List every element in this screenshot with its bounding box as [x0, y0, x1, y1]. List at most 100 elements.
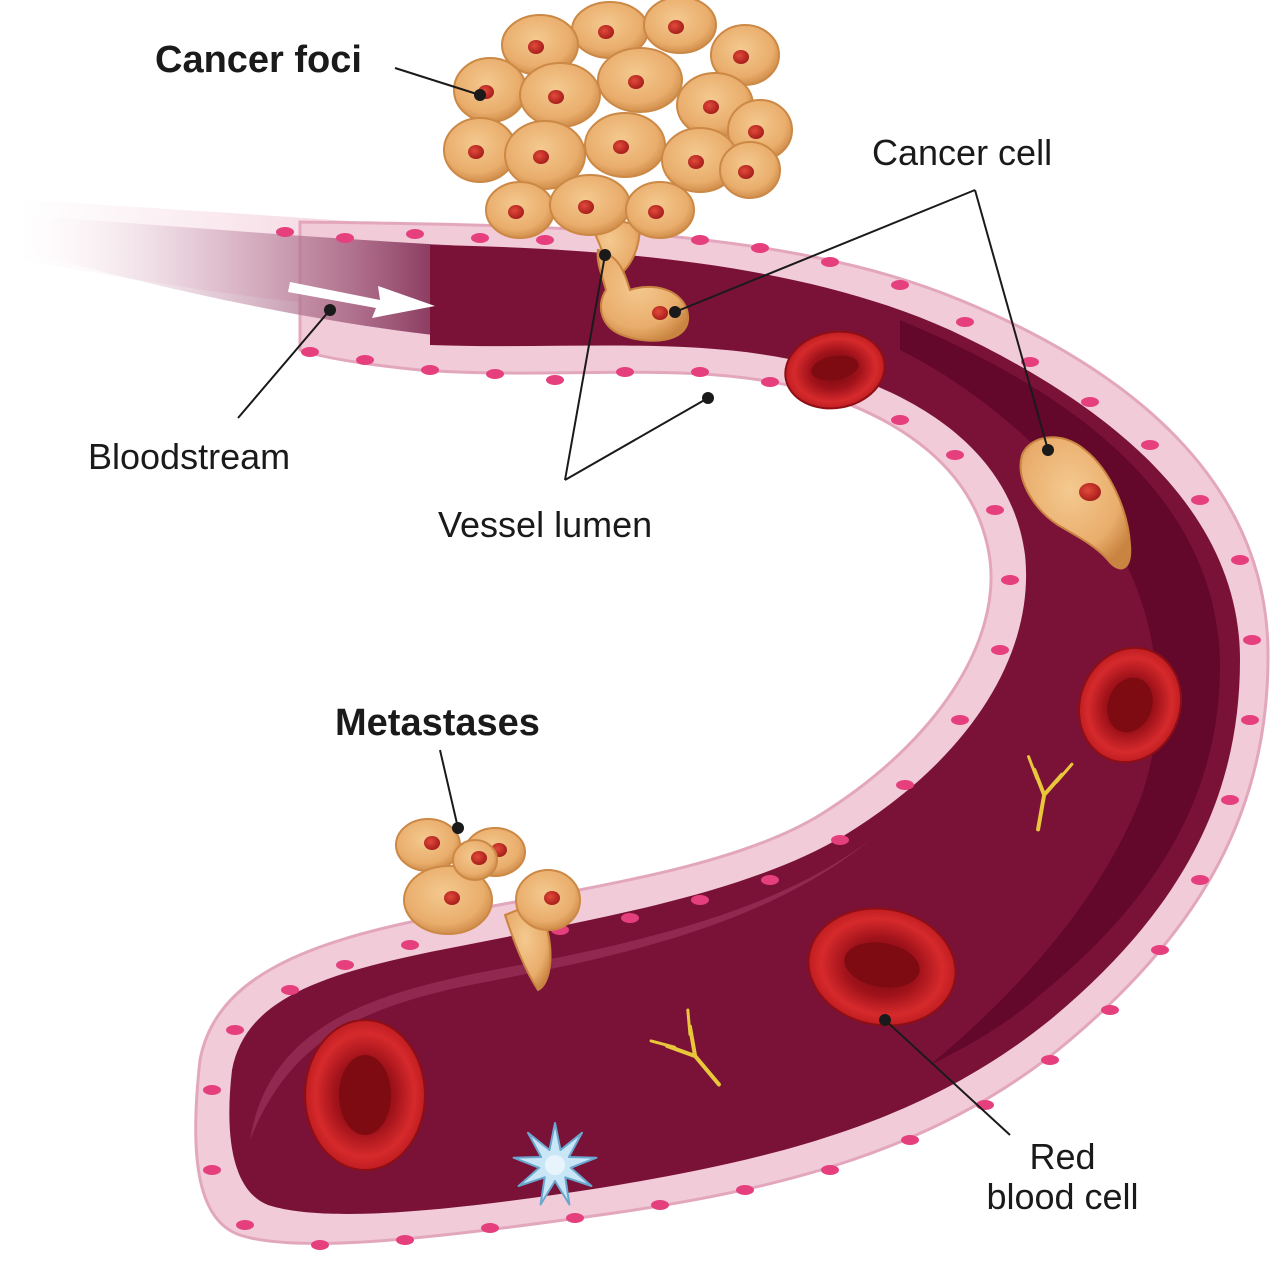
endothelial-nucleus — [1221, 795, 1239, 805]
endothelial-nuclei — [203, 227, 1261, 1250]
cancer-cell-icon — [584, 112, 666, 178]
endothelial-nucleus — [281, 985, 299, 995]
leader-vessel-lumen-2 — [564, 397, 709, 481]
endothelial-nucleus — [691, 367, 709, 377]
endothelial-nucleus — [891, 280, 909, 290]
endothelial-nucleus — [1151, 945, 1169, 955]
label-cancer-cell: Cancer cell — [872, 132, 1053, 173]
cancer-cell-icon — [1019, 436, 1132, 570]
endothelial-nucleus — [651, 1200, 669, 1210]
leader-vessel-lumen-1 — [564, 254, 606, 481]
label-red-blood-cell-line2: blood cell — [986, 1175, 1139, 1217]
cancer-cell-icon — [504, 120, 586, 190]
endothelial-nucleus — [891, 415, 909, 425]
endothelial-nucleus — [1001, 575, 1019, 585]
endothelial-nucleus — [481, 1223, 499, 1233]
endothelial-nucleus — [831, 835, 849, 845]
cancer-cell-icon — [519, 62, 601, 128]
lumen-shade — [900, 320, 1221, 1065]
endothelial-nucleus — [986, 505, 1004, 515]
antibody-icon — [1027, 755, 1074, 832]
endothelial-nucleus — [1243, 635, 1261, 645]
endothelial-nucleus — [203, 1085, 221, 1095]
endothelial-nucleus — [736, 1185, 754, 1195]
leader-bloodstream — [237, 309, 331, 419]
endothelial-nucleus — [336, 233, 354, 243]
endothelial-nucleus — [566, 1213, 584, 1223]
white-blood-cell-icon — [512, 1122, 598, 1206]
endothelial-nucleus — [1241, 715, 1259, 725]
endothelial-nucleus — [691, 235, 709, 245]
antibody-icon — [649, 1008, 721, 1087]
endothelial-nucleus — [203, 1165, 221, 1175]
red-blood-cell-icon — [807, 907, 957, 1027]
endothelial-nucleus — [946, 450, 964, 460]
endothelial-nucleus — [546, 375, 564, 385]
leader-cancer-cell-1 — [674, 189, 976, 313]
cancer-foci-cluster-icon — [443, 0, 793, 282]
label-metastases: Metastases — [335, 702, 540, 744]
cancer-cell-icon — [403, 865, 493, 935]
endothelial-nucleus — [1191, 495, 1209, 505]
endothelial-nucleus — [1191, 875, 1209, 885]
endothelial-nucleus — [396, 1235, 414, 1245]
metastases-cluster-icon — [395, 818, 581, 992]
endothelial-nucleus — [821, 1165, 839, 1175]
endothelial-nucleus — [1141, 440, 1159, 450]
red-blood-cell-icon — [1077, 646, 1183, 764]
label-cancer-foci: Cancer foci — [155, 39, 362, 81]
endothelial-nucleus — [821, 257, 839, 267]
endothelial-nucleus — [1081, 397, 1099, 407]
endothelial-nucleus — [486, 369, 504, 379]
label-bloodstream: Bloodstream — [88, 436, 291, 477]
cancer-cell-icon — [485, 181, 555, 239]
cancer-cell-icon — [452, 839, 498, 881]
leader-red-blood-cell — [884, 1019, 1011, 1136]
cancer-cell-icon — [625, 181, 695, 239]
endothelial-nucleus — [236, 1220, 254, 1230]
cancer-cell-icon — [549, 174, 631, 236]
red-blood-cell-icon — [784, 330, 886, 410]
endothelial-nucleus — [991, 645, 1009, 655]
endothelial-nucleus — [956, 317, 974, 327]
cancer-cell-icon — [596, 248, 690, 342]
cancer-cell-icon — [395, 818, 461, 872]
leader-lines — [237, 67, 1049, 1136]
endothelial-nucleus — [401, 940, 419, 950]
cancer-cell-icon — [597, 47, 683, 113]
endothelial-nucleus — [901, 1135, 919, 1145]
leader-metastases — [439, 749, 459, 829]
endothelial-nucleus — [421, 365, 439, 375]
endothelial-nucleus — [1041, 1055, 1059, 1065]
endothelial-nucleus — [276, 227, 294, 237]
label-red-blood-cell: Red blood cell — [965, 1137, 1160, 1216]
endothelial-nucleus — [1231, 555, 1249, 565]
lumen-fade — [20, 215, 560, 345]
endothelial-nucleus — [226, 1025, 244, 1035]
leader-dots — [324, 89, 1054, 1026]
endothelial-nucleus — [336, 960, 354, 970]
endothelial-nucleus — [1101, 1005, 1119, 1015]
endothelial-nucleus — [311, 1240, 329, 1250]
endothelial-nucleus — [761, 377, 779, 387]
flow-arrow-icon — [288, 282, 435, 318]
endothelial-nucleus — [751, 243, 769, 253]
cancer-cell-icon — [719, 141, 781, 199]
vessel-lumen — [20, 215, 1241, 1214]
endothelial-nucleus — [691, 895, 709, 905]
endothelial-nucleus — [621, 913, 639, 923]
endothelial-nucleus — [1021, 357, 1039, 367]
endothelial-nucleus — [471, 233, 489, 243]
leader-cancer-cell-2 — [974, 189, 1049, 451]
cancer-cell-icon — [515, 869, 581, 931]
endothelial-nucleus — [616, 367, 634, 377]
red-blood-cell-icon — [304, 1019, 426, 1171]
endothelial-nucleus — [536, 235, 554, 245]
lumen-body — [229, 245, 1241, 1214]
leader-cancer-foci — [394, 67, 481, 96]
endothelial-nucleus — [896, 780, 914, 790]
label-red-blood-cell-line1: Red — [1029, 1136, 1096, 1177]
endothelial-nucleus — [951, 715, 969, 725]
endothelial-nucleus — [356, 355, 374, 365]
